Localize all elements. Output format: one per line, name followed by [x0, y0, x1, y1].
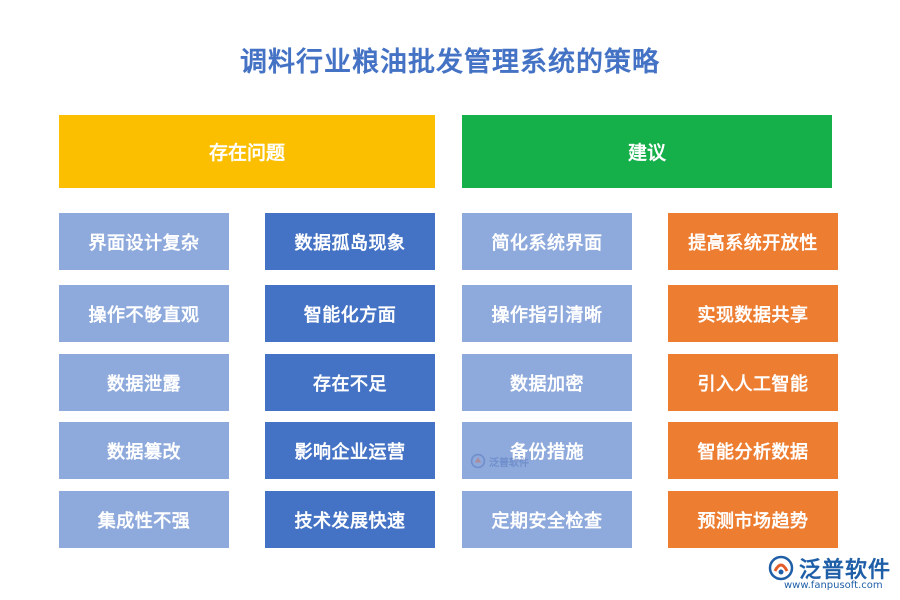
- problem-box: 集成性不强: [59, 491, 229, 548]
- suggestion-detail-box: 实现数据共享: [668, 285, 838, 342]
- suggestion-detail-box: 引入人工智能: [668, 354, 838, 411]
- suggestion-detail-box: 预测市场趋势: [668, 491, 838, 548]
- problem-detail-box: 影响企业运营: [265, 422, 435, 479]
- brand-logo: 泛普软件: [768, 552, 891, 584]
- fanpu-logo-icon: [768, 555, 794, 581]
- suggestion-box: 简化系统界面: [462, 213, 632, 270]
- problem-detail-box: 存在不足: [265, 354, 435, 411]
- suggestion-detail-box: 智能分析数据: [668, 422, 838, 479]
- problem-box: 界面设计复杂: [59, 213, 229, 270]
- suggestion-box: 备份措施: [462, 422, 632, 479]
- diagram-title: 调料行业粮油批发管理系统的策略: [240, 47, 660, 78]
- problems-header: 存在问题: [59, 115, 435, 188]
- watermark: 泛普软件: [470, 453, 529, 469]
- watermark-text: 泛普软件: [489, 457, 529, 469]
- watermark-logo-icon: [470, 453, 486, 469]
- problem-box: 数据篡改: [59, 422, 229, 479]
- suggestion-box: 定期安全检查: [462, 491, 632, 548]
- problem-detail-box: 数据孤岛现象: [265, 213, 435, 270]
- suggestions-header: 建议: [462, 115, 832, 188]
- suggestion-detail-box: 提高系统开放性: [668, 213, 838, 270]
- brand-name: 泛普软件: [799, 558, 892, 583]
- suggestion-box: 操作指引清晰: [462, 285, 632, 342]
- problem-detail-box: 智能化方面: [265, 285, 435, 342]
- problem-detail-box: 技术发展快速: [265, 491, 435, 548]
- problem-box: 数据泄露: [59, 354, 229, 411]
- brand-url: www.fanpusoft.com: [784, 580, 883, 591]
- problem-box: 操作不够直观: [59, 285, 229, 342]
- suggestion-box: 数据加密: [462, 354, 632, 411]
